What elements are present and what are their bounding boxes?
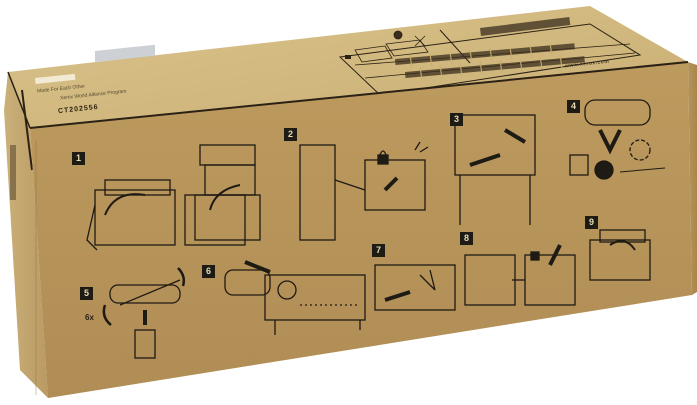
step-8-badge: 8	[460, 232, 473, 245]
box-left-side	[4, 71, 48, 398]
step-1-illustration	[86, 179, 246, 251]
instruction-illustrations	[86, 99, 666, 359]
box-front-panel	[29, 61, 692, 398]
step-4-badge: 4	[567, 100, 580, 113]
step-7-badge: 7	[372, 244, 385, 257]
step-2-badge: 2	[284, 128, 297, 141]
step-1-badge: 1	[72, 152, 85, 165]
shake-count-label: 6x	[85, 313, 94, 322]
box-top-panel	[8, 6, 688, 128]
step-5-badge: 5	[80, 287, 93, 300]
step-6-badge: 6	[202, 265, 215, 278]
step-9-badge: 9	[585, 216, 598, 229]
step-3-badge: 3	[450, 113, 463, 126]
